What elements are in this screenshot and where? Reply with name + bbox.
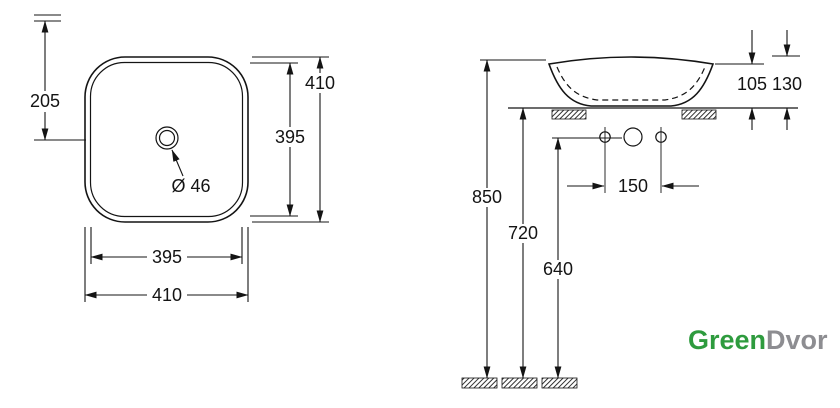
- tap-hole-right: [655, 131, 667, 143]
- dim-label: 850: [472, 187, 502, 207]
- floor-hatch-block: [461, 377, 498, 389]
- dim-inner-height: 395: [250, 62, 305, 217]
- drain-hole-inner: [158, 129, 176, 147]
- drain-leader-line: [171, 149, 184, 177]
- basin-outline-inner: [89, 61, 244, 218]
- dim-drain-height-from-floor: 640: [543, 137, 622, 379]
- dim-label: 130: [772, 74, 802, 94]
- basin-outline-outer: [84, 56, 249, 223]
- logo-part-green: Green: [688, 325, 766, 355]
- logo-part-dvor: Dvor: [766, 325, 828, 355]
- watermark-logo: GreenDvor: [688, 325, 828, 355]
- drain-diameter-label: Ø 46: [171, 176, 210, 196]
- dim-tap-hole-spacing: 150: [567, 176, 699, 196]
- dim-inner-width: 395: [90, 227, 243, 267]
- counter-section-hatch-right: [681, 109, 717, 120]
- dim-label: 640: [543, 259, 573, 279]
- dim-label: 410: [152, 285, 182, 305]
- tap-hole-left: [599, 131, 611, 143]
- drain-hole-outer: [155, 126, 179, 150]
- floor-hatch-block: [541, 377, 578, 389]
- counter-section-hatch-left: [551, 109, 587, 120]
- basin-profile-outer: [547, 56, 715, 107]
- floor-symbols: [461, 377, 578, 389]
- logo-text: GreenDvor: [688, 325, 828, 355]
- dim-basin-total-height: 130: [772, 30, 802, 130]
- dim-label: 395: [275, 127, 305, 147]
- dim-label: 395: [152, 247, 182, 267]
- drain-hole: [623, 127, 643, 147]
- dim-outer-width: 410: [84, 227, 249, 305]
- dim-outer-height: 410: [252, 56, 335, 223]
- dim-label: 410: [305, 73, 335, 93]
- dim-label: 720: [508, 223, 538, 243]
- dim-center-from-top: 205: [30, 14, 86, 141]
- floor-hatch-block: [501, 377, 538, 389]
- dim-counter-height-from-floor: 720: [508, 107, 538, 379]
- dim-rim-above-counter: 105: [715, 30, 767, 130]
- dim-label: 150: [618, 176, 648, 196]
- basin-profile-inner-hidden: [556, 66, 706, 101]
- dim-rim-height-from-floor: 850: [472, 59, 546, 379]
- dim-label: 205: [30, 91, 60, 111]
- dim-label: 105: [737, 74, 767, 94]
- top-view: Ø 46 205 410 395: [30, 14, 335, 305]
- side-view: 150 850 720 640 105: [461, 30, 802, 389]
